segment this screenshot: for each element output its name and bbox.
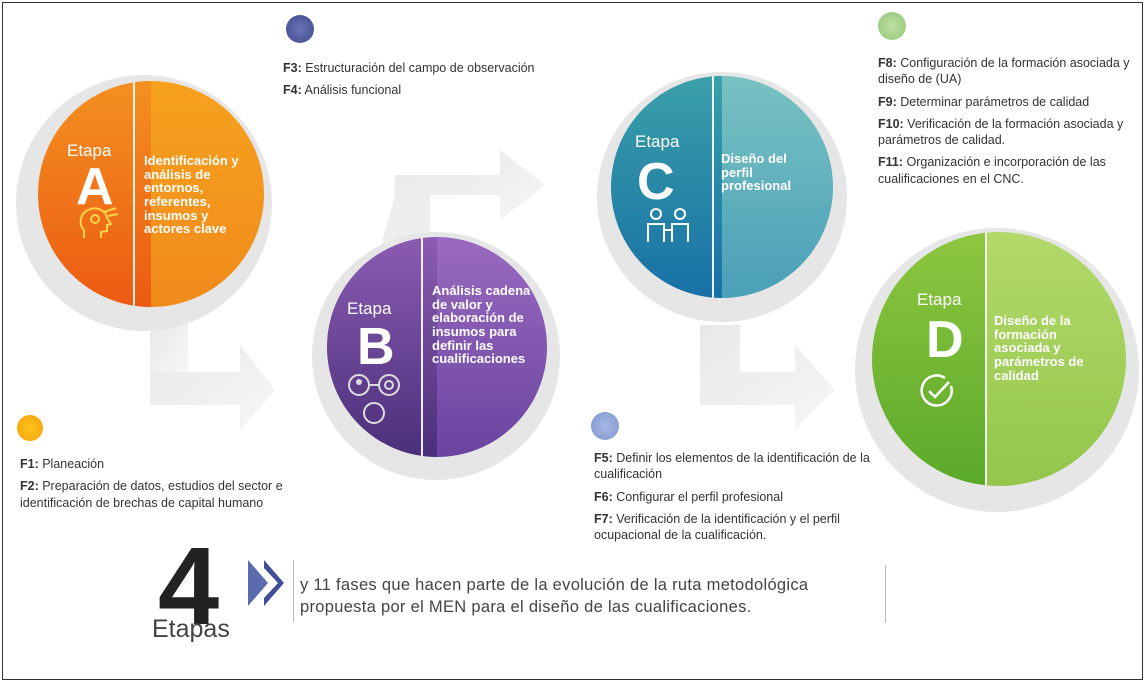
stage-d-word: Etapa	[917, 290, 962, 309]
phase-item: F7: Verificación de la identificación y …	[594, 511, 840, 542]
phase-item: F10: Verificación de la formación asocia…	[878, 116, 1124, 147]
phases-group-c: F5: Definir los elementos de la identifi…	[594, 450, 894, 549]
stage-b-word: Etapa	[347, 299, 392, 318]
marker-dot-a	[17, 415, 43, 441]
phase-item: F9: Determinar parámetros de calidad	[878, 94, 1090, 109]
phases-group-d: F8: Configuración de la formación asocia…	[878, 55, 1140, 193]
marker-dot-c	[591, 412, 619, 440]
phase-item: F4: Análisis funcional	[283, 83, 402, 98]
stage-c-circle: Etapa C Diseño del perfil profesional	[611, 76, 833, 298]
phase-item: F1: Planeación	[20, 457, 105, 471]
stage-count-number: 4	[158, 525, 220, 648]
arrow-c-to-d	[700, 325, 835, 430]
stage-b-letter: B	[357, 318, 395, 376]
summary-text: y 11 fases que hacen parte de la evoluci…	[300, 576, 809, 617]
stage-a-circle: Etapa A Identificación y análisis de ent…	[38, 81, 264, 307]
phase-item: F6: Configurar el perfil profesional	[594, 489, 783, 504]
arrow-a-to-b	[150, 320, 275, 430]
stage-a-letter: A	[76, 158, 114, 216]
people-network-icon	[347, 371, 407, 432]
phase-item: F3: Estructuración del campo de observac…	[283, 61, 535, 75]
phase-item: F2: Preparación de datos, estudios del s…	[20, 479, 283, 510]
stage-a-word: Etapa	[67, 141, 112, 160]
two-workers-icon	[645, 208, 691, 249]
phases-group-a: F1: Planeación F2: Preparación de datos,…	[20, 456, 320, 517]
head-gears-icon	[78, 206, 120, 245]
phase-item: F11: Organización e incorporación de las…	[878, 155, 1106, 186]
check-circle-icon	[918, 372, 956, 415]
stage-d-circle: Etapa D Diseño de la formación asociada …	[872, 232, 1126, 486]
phase-item: F5: Definir los elementos de la identifi…	[594, 451, 870, 482]
stage-count-label: Etapas	[152, 615, 230, 643]
stage-c-word: Etapa	[635, 132, 680, 151]
stage-c-letter: C	[637, 153, 675, 211]
stage-d-description: Diseño de la formación asociada y paráme…	[994, 313, 1084, 383]
summary-divider	[293, 560, 294, 622]
phases-group-b: F3: Estructuración del campo de observac…	[283, 60, 603, 105]
marker-dot-b	[286, 15, 314, 43]
stage-d-letter: D	[926, 311, 964, 369]
double-chevron-icon	[248, 560, 290, 611]
arrow-b-to-c	[395, 150, 545, 232]
stage-b-description: Análisis cadena de valor y elaboración d…	[432, 283, 531, 367]
stage-c-description: Diseño del perfil profesional	[721, 151, 792, 194]
marker-dot-d	[878, 12, 906, 40]
stage-b-circle: Etapa B Análisis cadena de valor y elabo…	[327, 237, 547, 457]
stage-a-description: Identificación y análisis de entornos, r…	[144, 153, 239, 237]
summary-divider-right	[885, 565, 886, 623]
phase-item: F8: Configuración de la formación asocia…	[878, 56, 1130, 87]
